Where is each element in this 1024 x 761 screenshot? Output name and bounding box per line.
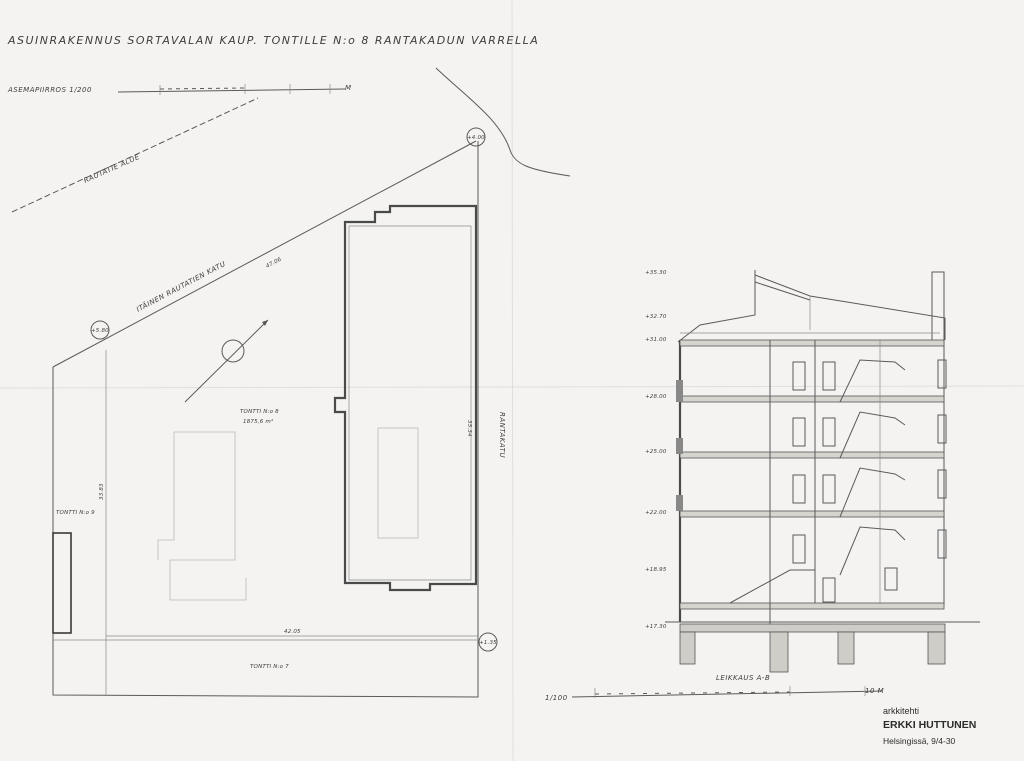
new-building-inner-wall bbox=[348, 225, 472, 581]
section-level: +32.70 bbox=[645, 314, 667, 320]
existing-building-outline bbox=[169, 431, 247, 601]
plot-left-label: TONTTI N:o 9 bbox=[56, 510, 95, 516]
plot-bottom-label: TONTTI N:o 7 bbox=[250, 664, 289, 670]
street-boundary bbox=[52, 140, 477, 368]
section-label: LEIKKAUS A-B bbox=[716, 674, 770, 682]
site-scale-end: M bbox=[345, 84, 352, 92]
site-scale-bar bbox=[117, 84, 346, 95]
plot-area: 1875,6 m² bbox=[243, 418, 274, 425]
level-marker bbox=[466, 127, 486, 147]
dim-bottom: 42.05 bbox=[284, 629, 301, 635]
section-level: +31.00 bbox=[645, 337, 667, 343]
street-shore-label: RANTAKATU bbox=[498, 412, 506, 458]
dim-left: 33.83 bbox=[99, 483, 105, 500]
fold-line bbox=[511, 0, 514, 761]
level-marker bbox=[478, 632, 498, 652]
section-level: +25.00 bbox=[645, 449, 667, 455]
section-scale-bar bbox=[571, 686, 883, 698]
level-bottom: +1.35 bbox=[479, 640, 497, 646]
existing-building-outline bbox=[377, 427, 419, 539]
fold-line bbox=[0, 385, 1024, 389]
railway-boundary bbox=[11, 97, 259, 213]
new-building-footprint bbox=[333, 204, 478, 592]
building-section bbox=[665, 270, 980, 673]
plot-label: TONTTI N:o 8 bbox=[240, 409, 279, 415]
level-top: +4.00 bbox=[467, 135, 485, 141]
section-level: +17.30 bbox=[645, 624, 667, 630]
plot-boundary bbox=[52, 141, 479, 698]
section-level: +28.00 bbox=[645, 394, 667, 400]
site-scale-label: ASEMAPIIRROS 1/200 bbox=[7, 86, 92, 94]
north-arrow-icon bbox=[184, 319, 269, 403]
place-date: Helsingissä, 9/4-30 bbox=[883, 736, 956, 746]
architect-name: ERKKI HUTTUNEN bbox=[883, 719, 976, 731]
section-scale-label: 1/100 bbox=[545, 694, 568, 702]
drawing-title: ASUINRAKENNUS SORTAVALAN KAUP. TONTILLE … bbox=[7, 34, 539, 47]
section-level: +22.00 bbox=[645, 510, 667, 516]
level-marker bbox=[90, 320, 110, 340]
dim-diagonal: 47.06 bbox=[265, 256, 283, 269]
dim-right: 35.34 bbox=[466, 420, 472, 437]
neighbor-building bbox=[52, 532, 72, 634]
section-scale-end: 10 M bbox=[865, 687, 884, 695]
section-level-labels: +35.30 +32.70 +31.00 +28.00 +25.00 +22.0… bbox=[645, 270, 667, 630]
architect-role: arkkitehti bbox=[883, 706, 919, 716]
existing-building-outline bbox=[157, 432, 175, 560]
level-left: +5.80 bbox=[91, 328, 109, 334]
street-railway-label: ITÄINEN RAUTATIEN KATU bbox=[135, 259, 227, 314]
section-level: +35.30 bbox=[645, 270, 667, 276]
shore-curve bbox=[435, 67, 571, 177]
section-level: +18.95 bbox=[645, 567, 667, 573]
railway-area-label: RAUTATIE ALUE bbox=[83, 153, 142, 185]
